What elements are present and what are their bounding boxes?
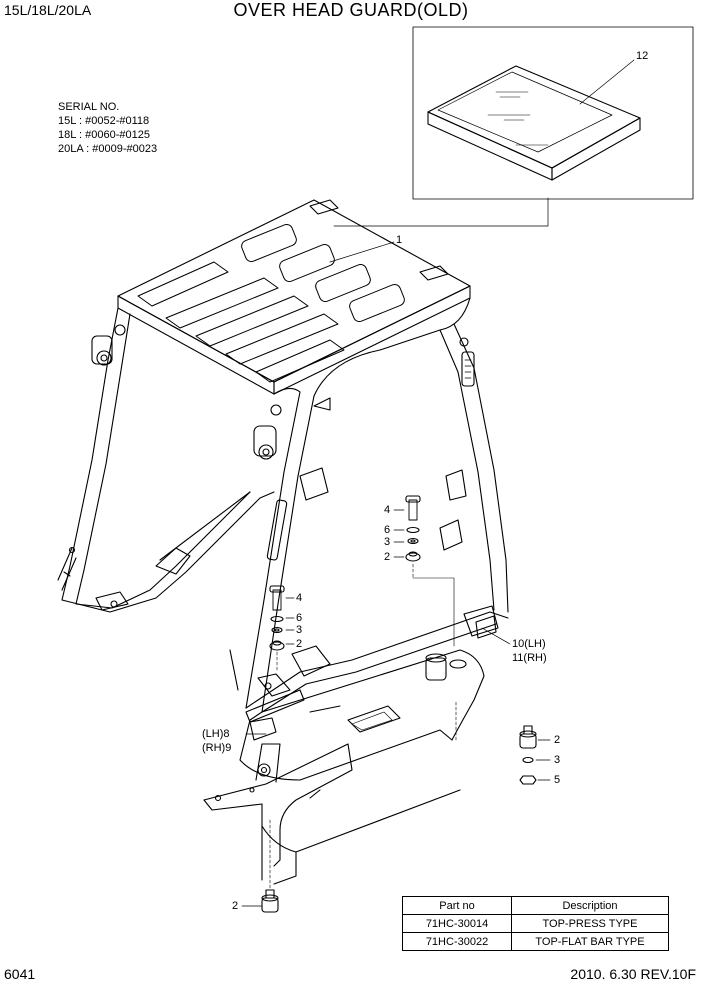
callout-2: 2 (296, 638, 303, 650)
callout-3: 3 (384, 536, 391, 548)
callout-6: 6 (384, 524, 391, 536)
description-cell: TOP-FLAT BAR TYPE (511, 932, 669, 951)
part-number-cell: 71HC-30014 (402, 914, 512, 933)
column-header-part-no: Part no (402, 896, 512, 915)
kit-frame (412, 26, 694, 200)
page-title: OVER HEAD GUARD(OLD) (233, 0, 469, 20)
description-cell: TOP-PRESS TYPE (511, 914, 669, 933)
serial-line: 20LA : #0009-#0023 (58, 143, 158, 155)
callout-12: 12 (636, 50, 649, 62)
cross-rail (245, 605, 509, 713)
parts-table: Part no Description 71HC-30014 TOP-PRESS… (402, 896, 669, 951)
manual-kit (427, 65, 641, 181)
front-pillar-left (229, 387, 331, 713)
callout-2: 2 (384, 551, 391, 563)
serial-heading: SERIAL NO. (58, 101, 120, 113)
roof-panel (117, 199, 471, 395)
left-pillar (57, 307, 131, 605)
callout-2: 2 (554, 734, 561, 746)
callout-1: 1 (396, 234, 403, 246)
callout-6: 6 (296, 612, 303, 624)
base-body (203, 649, 485, 885)
mount-stack-c (455, 699, 537, 785)
rear-bracket (245, 673, 305, 741)
callout-3: 3 (296, 624, 303, 636)
serial-block: SERIAL NO. 15L : #0052-#0118 18L : #0060… (58, 100, 157, 156)
page-number: 6041 (4, 966, 36, 982)
left-lower-rail (61, 491, 275, 613)
serial-line: 18L : #0060-#0125 (58, 129, 150, 141)
table-header-row: Part no Description (402, 896, 669, 915)
callout-2: 2 (232, 900, 239, 912)
callout-9-rh: (RH)9 (202, 742, 232, 754)
hardware-stack-b (269, 585, 285, 673)
hardware-stack-a (405, 495, 455, 647)
callout-5: 5 (554, 774, 561, 786)
model-label: 15L/18L/20LA (4, 2, 92, 18)
callout-3: 3 (554, 754, 561, 766)
table-row: 71HC-30022 TOP-FLAT BAR TYPE (402, 932, 669, 951)
callout-8-lh: (LH)8 (202, 728, 230, 740)
revision-date: 2010. 6.30 REV.10F (570, 966, 696, 982)
front-pillar-right (313, 297, 509, 613)
callout-4: 4 (384, 504, 391, 516)
column-header-description: Description (511, 896, 669, 915)
serial-line: 15L : #0052-#0118 (58, 115, 150, 127)
callout-11-rh: 11(RH) (512, 652, 547, 664)
mount-d (261, 819, 279, 913)
leader-lines (241, 509, 551, 907)
callout-10-lh: 10(LH) (512, 638, 546, 650)
callout-4: 4 (296, 592, 303, 604)
table-row: 71HC-30014 TOP-PRESS TYPE (402, 914, 669, 933)
part-number-cell: 71HC-30022 (402, 932, 512, 951)
